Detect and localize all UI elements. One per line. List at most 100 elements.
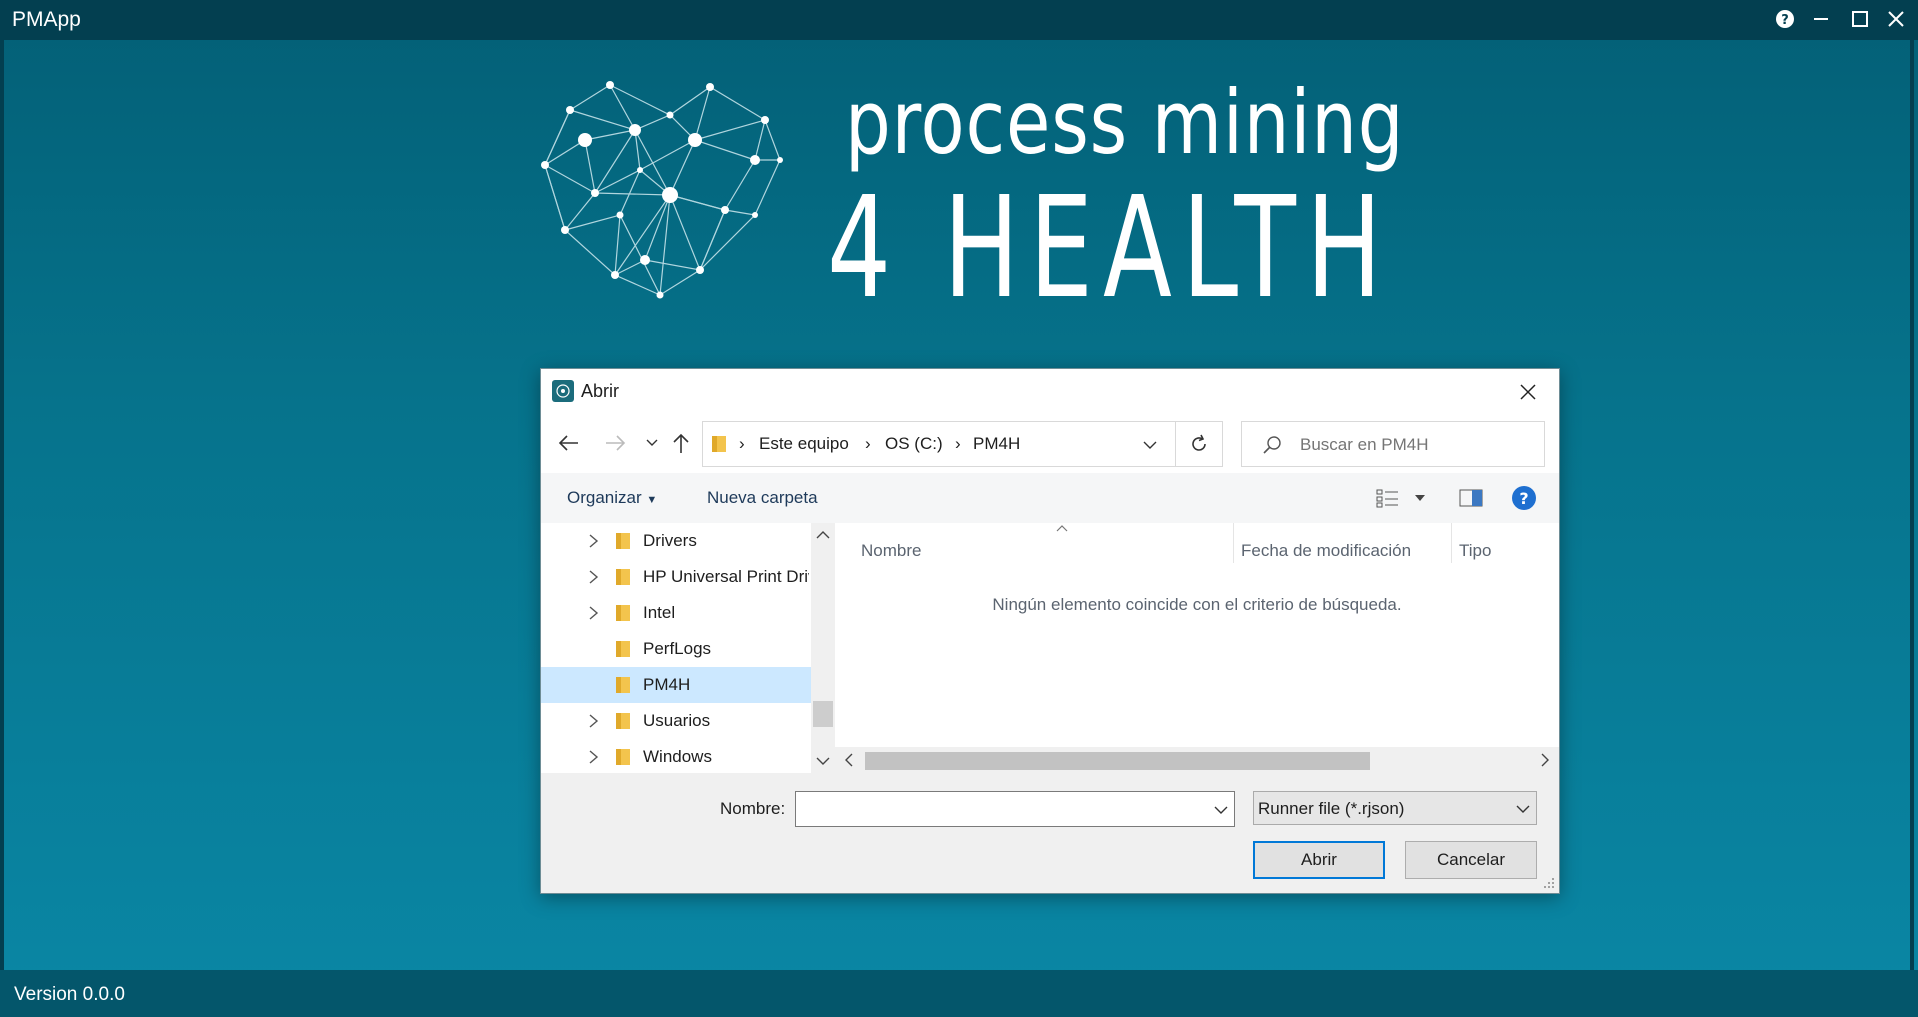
resize-grip-icon[interactable] — [1543, 877, 1555, 889]
app-titlebar: PMApp ? — [0, 0, 1918, 40]
folder-icon — [616, 677, 630, 693]
tree-item-intel[interactable]: Intel — [541, 595, 811, 631]
svg-text:?: ? — [1519, 489, 1528, 508]
tree-item-label: Windows — [643, 747, 712, 766]
preview-pane-icon[interactable] — [1459, 488, 1483, 508]
forward-arrow-icon[interactable] — [603, 431, 627, 455]
navigation-row: › Este equipo › OS (C:) › PM4H — [541, 413, 1559, 473]
scroll-thumb[interactable] — [813, 701, 833, 727]
breadcrumb-separator-icon: › — [865, 434, 871, 453]
chevron-right-icon[interactable] — [587, 568, 601, 586]
maximize-icon[interactable] — [1847, 6, 1873, 32]
file-list-horizontal-scrollbar[interactable] — [835, 747, 1559, 773]
tree-item-label: HP Universal Print Driver — [643, 567, 809, 586]
help-icon[interactable]: ? — [1511, 485, 1537, 511]
version-label: Version 0.0.0 — [14, 984, 125, 1005]
refresh-icon — [1192, 434, 1206, 451]
address-bar[interactable]: › Este equipo › OS (C:) › PM4H — [702, 421, 1176, 467]
folder-icon — [616, 569, 630, 585]
close-icon[interactable] — [1883, 6, 1909, 32]
open-file-dialog: Abrir › Este equipo › OS (C:) › PM4H — [540, 368, 1560, 894]
breadcrumb-separator-icon: › — [739, 434, 745, 453]
app-logo: process mining 4 HEALTH — [535, 71, 1404, 330]
column-header-fecha[interactable]: Fecha de modificación — [1241, 541, 1412, 560]
dialog-title: Abrir — [581, 381, 620, 401]
dialog-close-icon[interactable] — [1515, 379, 1541, 405]
file-list: Nombre Fecha de modificación Tipo Ningún… — [835, 523, 1559, 773]
search-box[interactable] — [1241, 421, 1545, 467]
svg-text:?: ? — [1781, 13, 1789, 28]
tree-item-label: PerfLogs — [643, 639, 712, 658]
organize-label: Organizar — [567, 488, 642, 507]
chevron-down-icon[interactable] — [1516, 804, 1530, 814]
refresh-button[interactable] — [1175, 421, 1223, 467]
breadcrumb-os-c[interactable]: OS (C:) — [885, 434, 943, 453]
folder-icon — [616, 533, 630, 549]
status-bar: Version 0.0.0 — [0, 970, 1918, 1017]
search-input[interactable] — [1298, 431, 1542, 459]
scroll-left-icon[interactable] — [839, 747, 859, 773]
folder-tree: Drivers HP Universal Print Driver Intel … — [541, 523, 811, 773]
dialog-toolbar: Organizar ▼ Nueva carpeta ? — [541, 473, 1559, 523]
tree-item-label: Usuarios — [643, 711, 711, 730]
view-options-icon[interactable] — [1376, 488, 1400, 508]
tree-item-label: PM4H — [643, 675, 691, 694]
breadcrumb-este-equipo[interactable]: Este equipo — [759, 434, 849, 453]
heart-network-icon — [541, 81, 783, 299]
view-chevron-down-icon[interactable] — [1414, 493, 1426, 503]
caret-down-icon: ▼ — [646, 494, 658, 506]
filename-label: Nombre: — [720, 799, 786, 818]
tree-item-windows[interactable]: Windows — [541, 739, 811, 773]
filename-combobox[interactable] — [795, 791, 1235, 827]
file-type-filter-select[interactable]: Runner file (*.rjson) — [1253, 791, 1537, 825]
chevron-down-icon[interactable] — [1214, 805, 1228, 815]
chevron-right-icon[interactable] — [587, 604, 601, 622]
tree-item-drivers[interactable]: Drivers — [541, 523, 811, 559]
tree-vertical-scrollbar[interactable] — [811, 523, 835, 773]
scroll-right-icon[interactable] — [1535, 747, 1555, 773]
app-title: PMApp — [12, 8, 81, 31]
help-icon[interactable]: ? — [1772, 6, 1798, 32]
breadcrumb-separator-icon: › — [955, 434, 961, 453]
app-frame — [0, 40, 1914, 970]
column-divider[interactable] — [1233, 523, 1234, 563]
open-button[interactable]: Abrir — [1253, 841, 1385, 879]
filename-input[interactable] — [802, 798, 1206, 822]
tree-item-perflogs[interactable]: PerfLogs — [541, 631, 811, 667]
column-header-tipo[interactable]: Tipo — [1459, 541, 1492, 560]
dialog-titlebar: Abrir — [541, 369, 1559, 413]
search-icon — [1263, 436, 1281, 454]
dialog-footer: Nombre: Runner file (*.rjson) Abrir Canc… — [541, 773, 1559, 893]
recent-locations-chevron-icon[interactable] — [640, 431, 664, 455]
chevron-right-icon[interactable] — [587, 748, 601, 766]
column-divider[interactable] — [1451, 523, 1452, 563]
new-folder-button[interactable]: Nueva carpeta — [707, 488, 818, 507]
logo-text-4-health: 4 HEALTH — [827, 167, 1392, 330]
chevron-right-icon[interactable] — [587, 532, 601, 550]
folder-icon — [616, 749, 630, 765]
organize-menu-button[interactable]: Organizar ▼ — [567, 488, 657, 508]
up-arrow-icon[interactable] — [669, 431, 693, 455]
scroll-up-icon[interactable] — [811, 525, 835, 545]
app-icon — [552, 380, 574, 402]
back-arrow-icon[interactable] — [557, 431, 581, 455]
folder-icon — [616, 713, 630, 729]
file-type-filter-value: Runner file (*.rjson) — [1258, 799, 1405, 818]
scroll-down-icon[interactable] — [811, 751, 835, 771]
chevron-down-icon[interactable] — [1143, 440, 1157, 450]
empty-state-message: Ningún elemento coincide con el criterio… — [992, 595, 1402, 614]
scroll-thumb[interactable] — [865, 752, 1370, 770]
logo-text-process-mining: process mining — [845, 71, 1405, 174]
tree-item-usuarios[interactable]: Usuarios — [541, 703, 811, 739]
column-header-nombre[interactable]: Nombre — [861, 541, 922, 560]
breadcrumb-pm4h[interactable]: PM4H — [973, 434, 1021, 453]
minimize-icon[interactable] — [1808, 6, 1834, 32]
tree-item-pm4h[interactable]: PM4H — [541, 667, 811, 703]
tree-item-label: Drivers — [643, 531, 697, 550]
tree-item-hp-universal-print-driver[interactable]: HP Universal Print Driver — [541, 559, 811, 595]
cancel-button[interactable]: Cancelar — [1405, 841, 1537, 879]
chevron-right-icon[interactable] — [587, 712, 601, 730]
folder-icon — [616, 605, 630, 621]
folder-icon — [616, 641, 630, 657]
folder-icon — [712, 436, 726, 452]
